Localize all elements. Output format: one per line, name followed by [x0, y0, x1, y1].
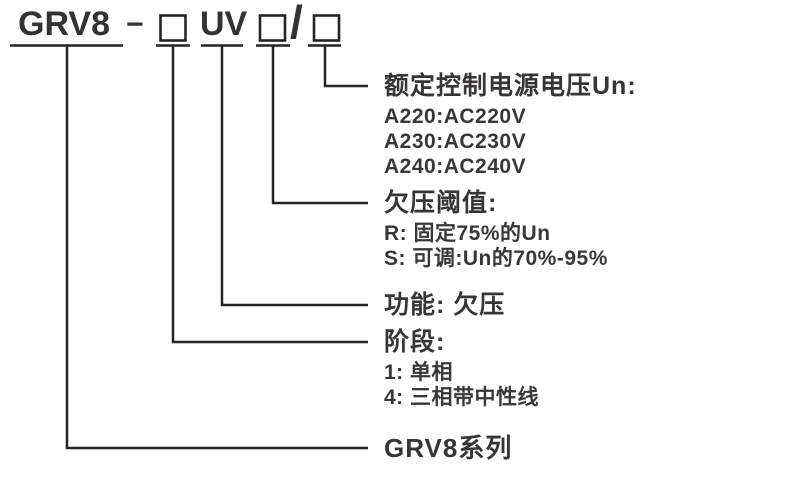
threshold-option: R: 固定75%的Un	[384, 222, 551, 245]
section-voltage-items: A220:AC220V A230:AC230V A240:AC240V	[384, 104, 637, 179]
phase-placeholder-box	[159, 14, 187, 42]
model-code-separator: /	[290, 0, 303, 48]
phase-option: 1: 单相	[384, 361, 454, 384]
section-voltage-heading: 额定控制电源电压Un:	[384, 72, 637, 100]
connector-phase	[171, 45, 368, 344]
section-phase-heading: 阶段:	[384, 328, 446, 356]
section-phase: 阶段: 1: 单相 4: 三相带中性线	[384, 327, 539, 410]
voltage-option: A220:AC220V	[384, 105, 527, 128]
section-threshold-heading: 欠压阈值:	[384, 189, 498, 217]
threshold-placeholder-box	[258, 14, 287, 42]
connector-threshold	[271, 45, 368, 205]
section-threshold-items: R: 固定75%的Un S: 可调:Un的70%-95%	[384, 221, 608, 271]
section-threshold: 欠压阈值: R: 固定75%的Un S: 可调:Un的70%-95%	[384, 188, 608, 271]
phase-option: 4: 三相带中性线	[384, 386, 540, 409]
model-code-function: UV	[200, 5, 248, 43]
connector-voltage	[323, 45, 368, 88]
model-code-dash: −	[126, 8, 144, 41]
voltage-option: A230:AC230V	[384, 130, 527, 153]
section-function-heading: 功能: 欠压	[384, 291, 506, 319]
section-voltage: 额定控制电源电压Un: A220:AC220V A230:AC230V A240…	[384, 71, 637, 179]
model-code-prefix: GRV8	[18, 5, 110, 43]
connector-function	[220, 45, 368, 307]
voltage-placeholder-box	[312, 14, 341, 42]
voltage-option: A240:AC240V	[384, 155, 527, 178]
threshold-option: S: 可调:Un的70%-95%	[384, 247, 608, 270]
section-series-heading: GRV8系列	[384, 433, 513, 463]
section-phase-items: 1: 单相 4: 三相带中性线	[384, 360, 539, 410]
section-series: GRV8系列	[384, 433, 512, 463]
connector-series	[65, 45, 368, 450]
section-function: 功能: 欠压	[384, 290, 505, 320]
